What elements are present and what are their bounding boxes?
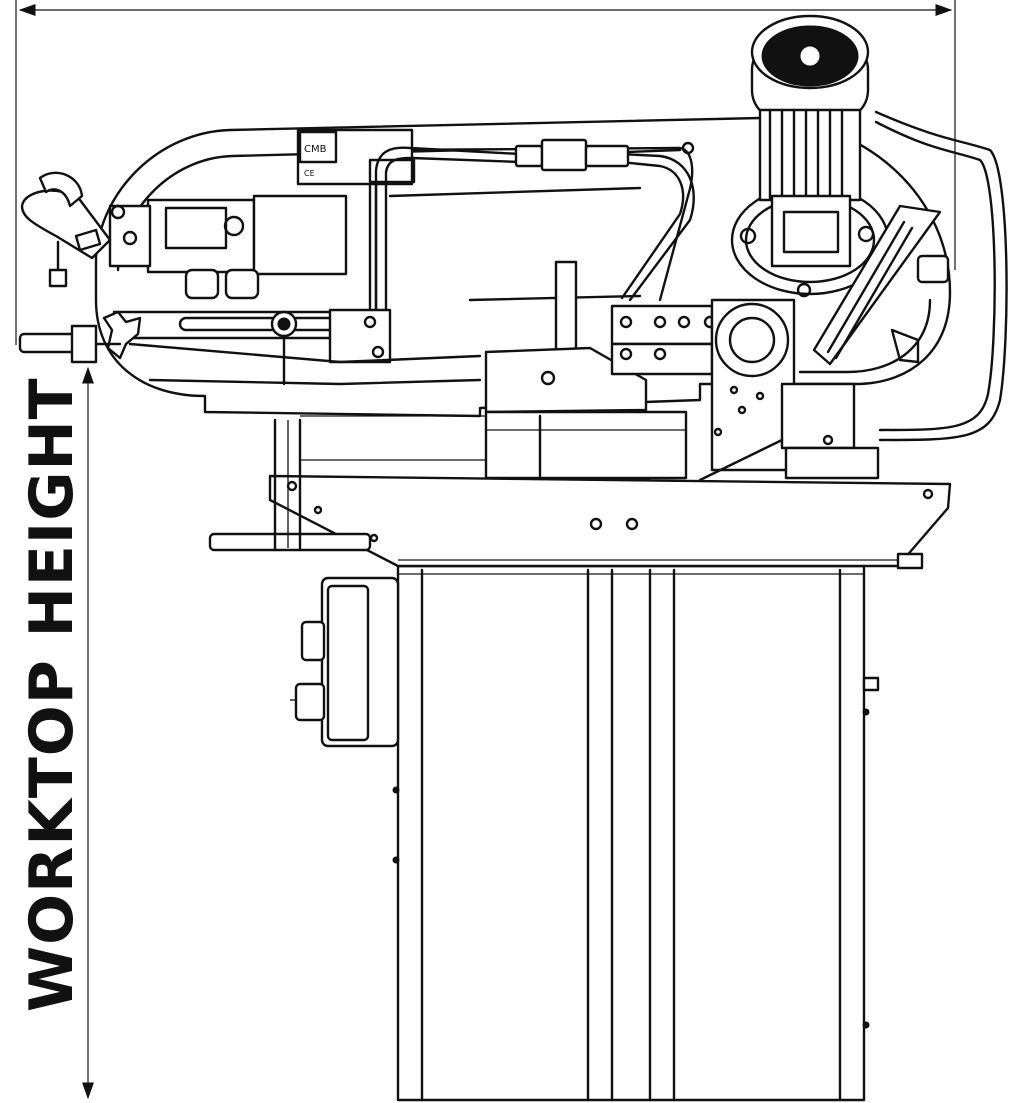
worktop-height-label: WORKTOP HEIGHT bbox=[17, 377, 87, 1012]
left-blade-guide bbox=[18, 171, 482, 386]
svg-text:CE: CE bbox=[304, 169, 315, 178]
worktop-height-dimension: WORKTOP HEIGHT bbox=[17, 366, 94, 1100]
worktop-plate bbox=[208, 418, 952, 570]
vice-assembly bbox=[300, 260, 880, 482]
brush-assembly bbox=[812, 204, 950, 366]
control-box bbox=[290, 576, 400, 748]
coolant-pipes bbox=[374, 110, 1008, 442]
stand-cabinet bbox=[392, 564, 880, 1102]
svg-text:CMB: CMB bbox=[304, 144, 327, 155]
width-dimension bbox=[15, 0, 956, 345]
motor bbox=[730, 14, 890, 298]
